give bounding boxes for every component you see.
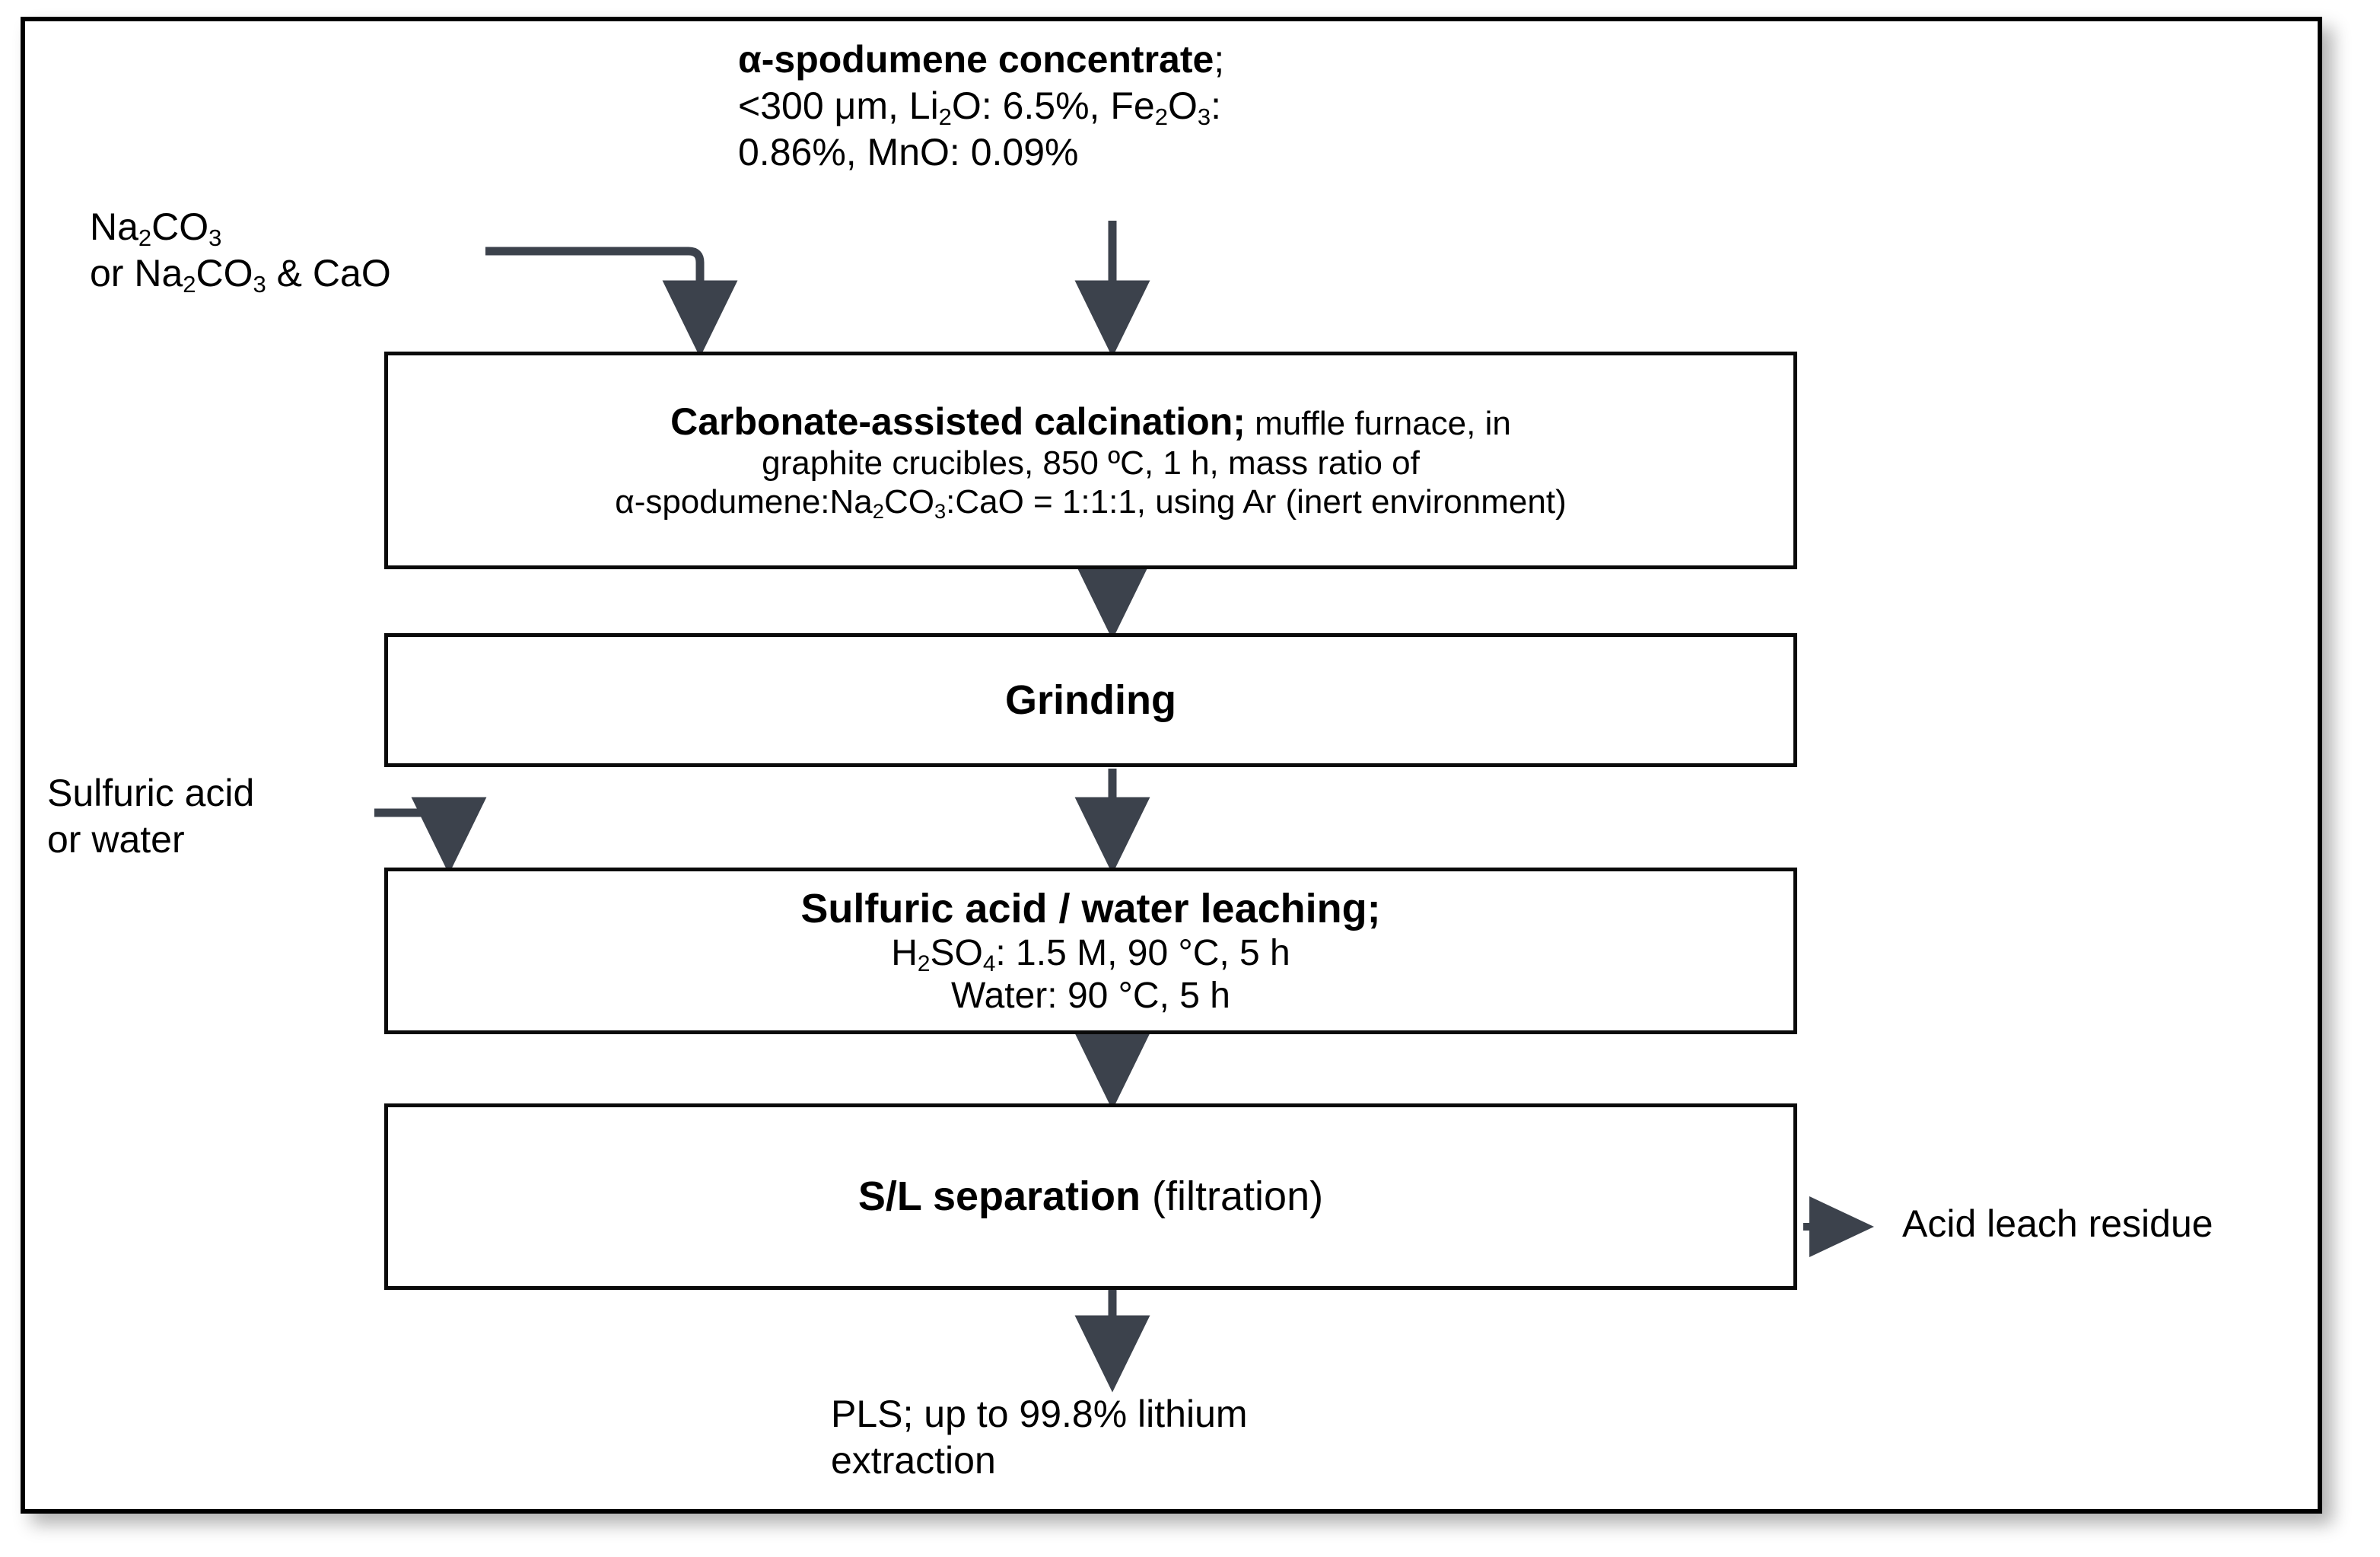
grinding-title: Grinding [1005,677,1176,723]
process-box-leaching[interactable]: Sulfuric acid / water leaching; H2SO4: 1… [384,868,1797,1034]
feed-line-2: <300 μm, Li2O: 6.5%, Fe2O3: [738,84,1222,131]
leaching-line-2: H2SO4: 1.5 M, 90 °C, 5 h [891,933,1290,976]
calcination-line-2: graphite crucibles, 850 ºC, 1 h, mass ra… [762,444,1420,482]
acid-reagent-label: Sulfuric acid or water [47,770,254,863]
feed-label: α-spodumene concentrate; <300 μm, Li2O: … [738,37,1224,176]
acid-reagent-line-1: Sulfuric acid [47,772,255,814]
leaching-title: Sulfuric acid / water leaching; [800,885,1381,931]
process-box-grinding[interactable]: Grinding [384,633,1797,767]
output-pls-line-1: PLS; up to 99.8% lithium [831,1393,1248,1435]
process-box-calcination[interactable]: Carbonate-assisted calcination; muffle f… [384,352,1797,569]
acid-reagent-line-2: or water [47,818,185,861]
output-acid-leach-residue: Acid leach residue [1902,1202,2213,1245]
calcination-detail-inline: muffle furnace, in [1245,404,1511,442]
separation-title-line: S/L separation (filtration) [858,1173,1323,1221]
separation-title-suffix: (filtration) [1141,1173,1324,1220]
feed-line-3: 0.86%, MnO: 0.09% [738,131,1079,174]
calcination-title: Carbonate-assisted calcination; [670,400,1246,443]
process-box-separation[interactable]: S/L separation (filtration) [384,1103,1797,1290]
carbonate-reagent-label: Na2CO3 or Na2CO3 & CaO [90,204,391,298]
feed-material-name: α-spodumene concentrate [738,38,1214,81]
calcination-title-line: Carbonate-assisted calcination; muffle f… [670,400,1511,444]
output-pls: PLS; up to 99.8% lithium extraction [831,1391,1248,1484]
separation-title: S/L separation [858,1173,1141,1220]
carbonate-reagent-line-1: Na2CO3 [90,205,222,252]
feed-line-1: α-spodumene concentrate; [738,37,1224,83]
carbonate-reagent-line-2: or Na2CO3 & CaO [90,252,391,298]
leaching-line-3: Water: 90 °C, 5 h [951,975,1230,1016]
calcination-line-3: α-spodumene:Na2CO3:CaO = 1:1:1, using Ar… [615,483,1567,524]
feed-line1-suffix: ; [1214,38,1225,81]
output-pls-line-2: extraction [831,1439,996,1482]
